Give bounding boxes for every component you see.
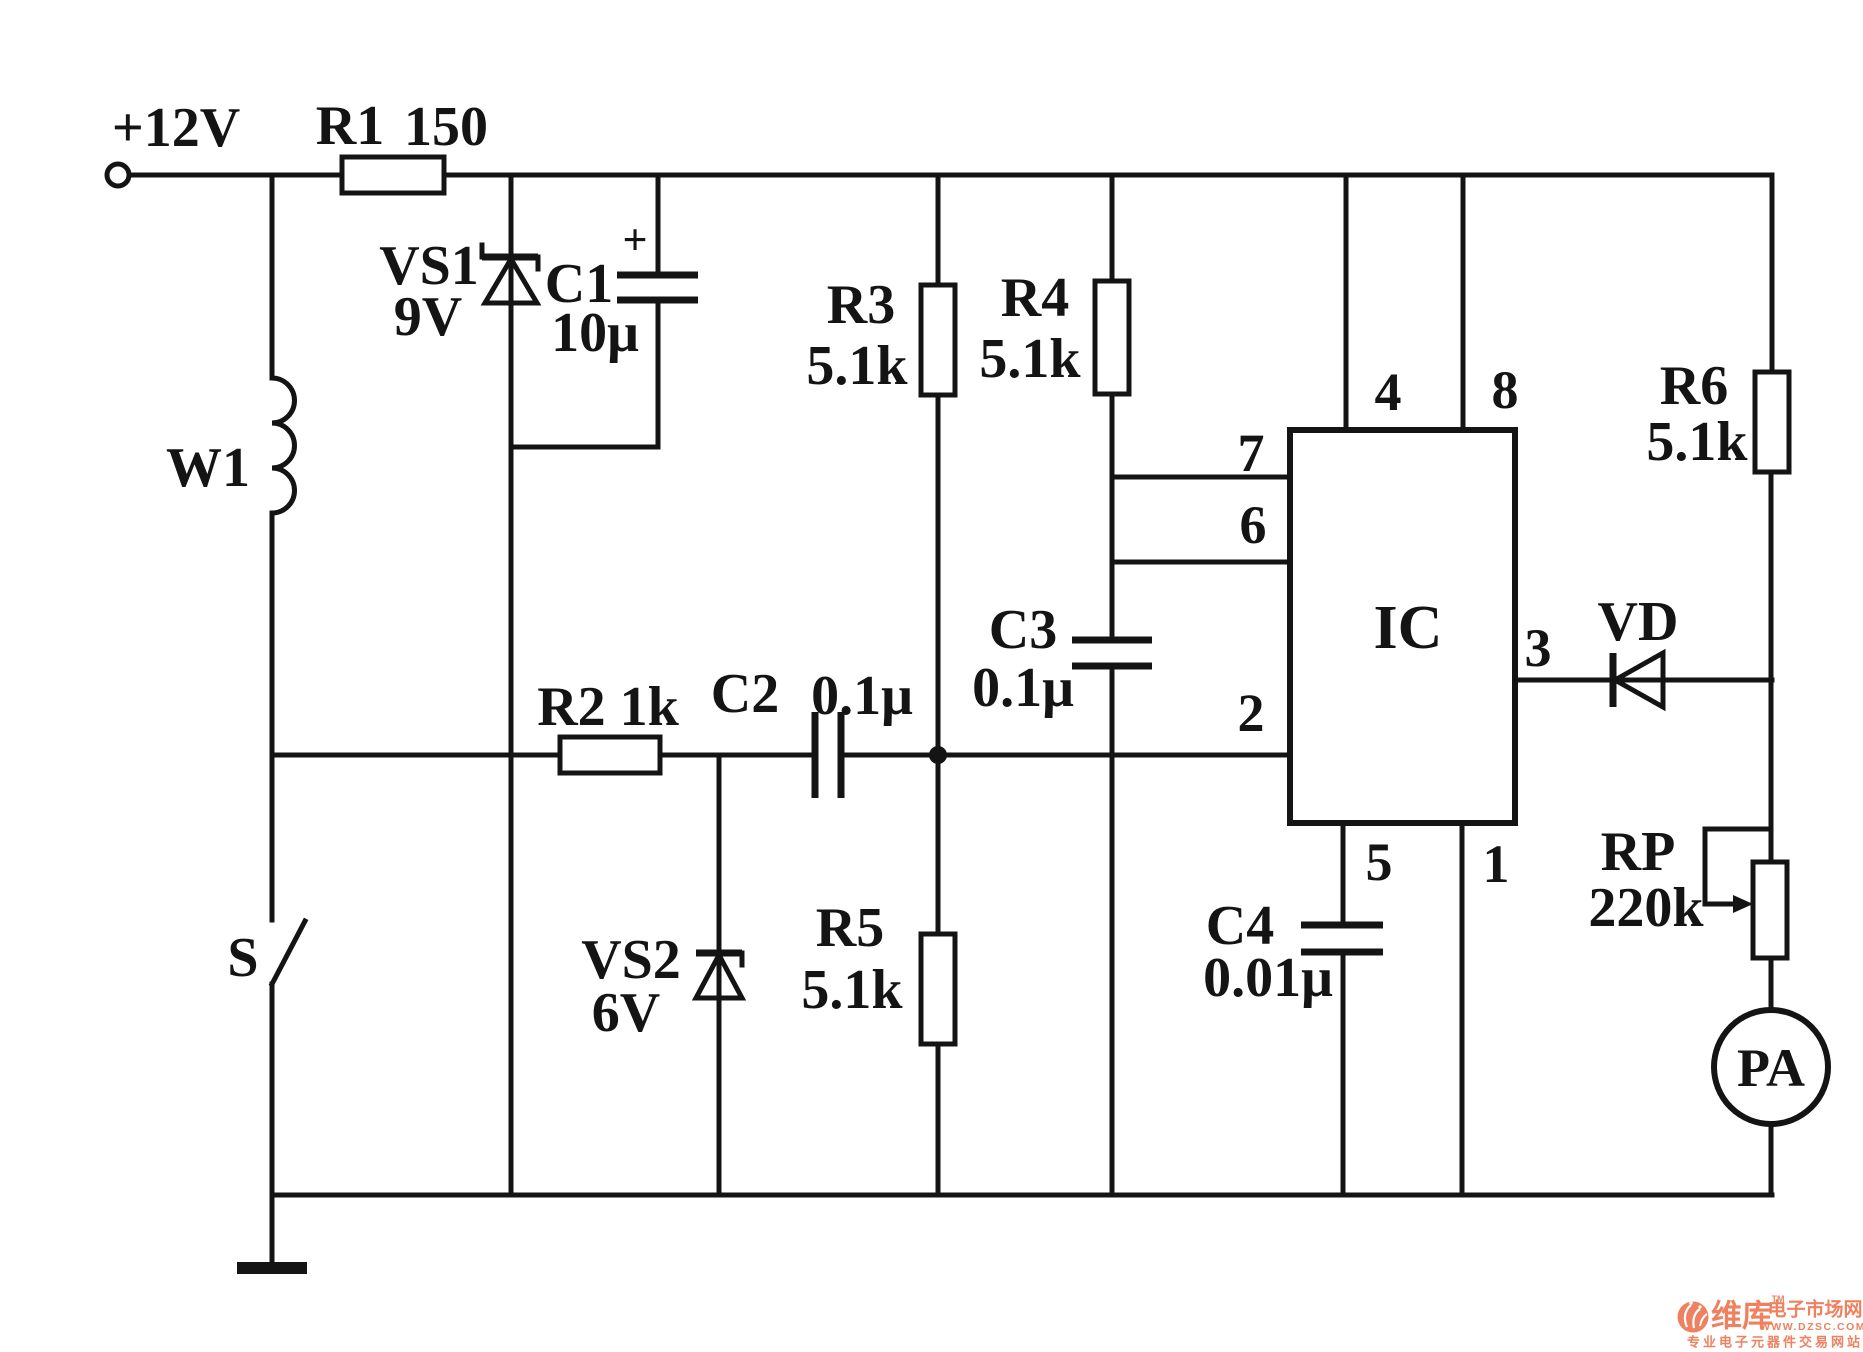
resistor-r1: [339, 154, 447, 196]
watermark-tm: TM: [1772, 1294, 1785, 1304]
pin2-label: 2: [1238, 683, 1265, 743]
c1-plus: +: [622, 216, 647, 265]
pa-label: PA: [1737, 1038, 1805, 1098]
potentiometer-rp: [1702, 826, 1790, 961]
resistor-r6: [1752, 369, 1792, 475]
w1-label: W1: [166, 437, 250, 499]
vs2-name: VS2: [581, 929, 681, 991]
r1-value: 150: [404, 96, 488, 158]
r3-name: R3: [827, 274, 895, 336]
ic-label: IC: [1374, 594, 1443, 662]
ammeter-pa: [1711, 1007, 1831, 1127]
vs1-name: VS1: [379, 235, 479, 297]
junction-dot: [929, 746, 947, 764]
resistor-r3: [918, 282, 958, 398]
inductor-w1: [271, 375, 297, 516]
rp-name: RP: [1601, 821, 1676, 883]
zener-vs2: [691, 949, 747, 1001]
ground-symbol: [237, 1262, 307, 1274]
diode-vd: [1609, 648, 1666, 712]
r5-name: R5: [816, 897, 884, 959]
switch-s-blade: [268, 917, 309, 988]
watermark-brand-suffix: 电子市场网: [1767, 1298, 1862, 1321]
c3-value: 0.1μ: [972, 657, 1074, 719]
wires: [126, 172, 1775, 1265]
pin8-label: 8: [1492, 360, 1519, 420]
pin5-label: 5: [1366, 832, 1393, 892]
vs1-value: 9V: [394, 286, 462, 348]
resistor-r2: [557, 734, 663, 776]
s-label: S: [227, 927, 258, 989]
power-label: +12V: [112, 97, 240, 159]
capacitor-c4: [1301, 921, 1383, 956]
rp-value: 220k: [1588, 877, 1704, 939]
r1-name: R1: [316, 95, 384, 157]
r5-value: 5.1k: [801, 959, 903, 1021]
c2-value: 0.1μ: [811, 665, 913, 727]
watermark-brand: 维库: [1711, 1299, 1773, 1334]
r4-name: R4: [1001, 267, 1069, 329]
c1-name: C1: [545, 253, 613, 315]
capacitor-c1: [617, 271, 698, 304]
c4-value: 0.01μ: [1203, 947, 1333, 1009]
r3-value: 5.1k: [806, 335, 908, 397]
watermark: 维库 TM 电子市场网 WWW.DZSC.COM 专业电子元器件交易网站: [1677, 1294, 1863, 1350]
c2-name: C2: [711, 663, 779, 725]
pin1-label: 1: [1483, 834, 1510, 894]
r6-value: 5.1k: [1646, 411, 1748, 473]
r4-value: 5.1k: [979, 328, 1081, 390]
vd-label: VD: [1598, 591, 1679, 653]
rp-wiper-arrow: [1733, 895, 1753, 913]
pin7-label: 7: [1238, 423, 1265, 483]
resistor-r4: [1092, 278, 1132, 397]
zener-vs1: [479, 242, 542, 306]
labels: +12V R1 150 W1 S VS1 9V C1 + 10μ R3 5.1k…: [112, 95, 1805, 1098]
watermark-url: WWW.DZSC.COM: [1760, 1321, 1863, 1333]
pin3-label: 3: [1525, 618, 1552, 678]
watermark-tagline: 专业电子元器件交易网站: [1687, 1335, 1863, 1350]
c1-value: 10μ: [551, 302, 639, 364]
capacitor-c3: [1072, 636, 1152, 670]
pin4-label: 4: [1375, 362, 1402, 422]
resistor-r5: [918, 931, 958, 1047]
r6-name: R6: [1660, 355, 1728, 417]
ic-block: [1287, 427, 1518, 826]
capacitor-c2: [811, 712, 845, 798]
c3-name: C3: [989, 599, 1057, 661]
vs2-value: 6V: [592, 982, 660, 1044]
power-terminal: [104, 161, 132, 189]
r2-label: R2 1k: [537, 676, 679, 738]
c4-name: C4: [1206, 895, 1274, 957]
pin6-label: 6: [1240, 495, 1267, 555]
